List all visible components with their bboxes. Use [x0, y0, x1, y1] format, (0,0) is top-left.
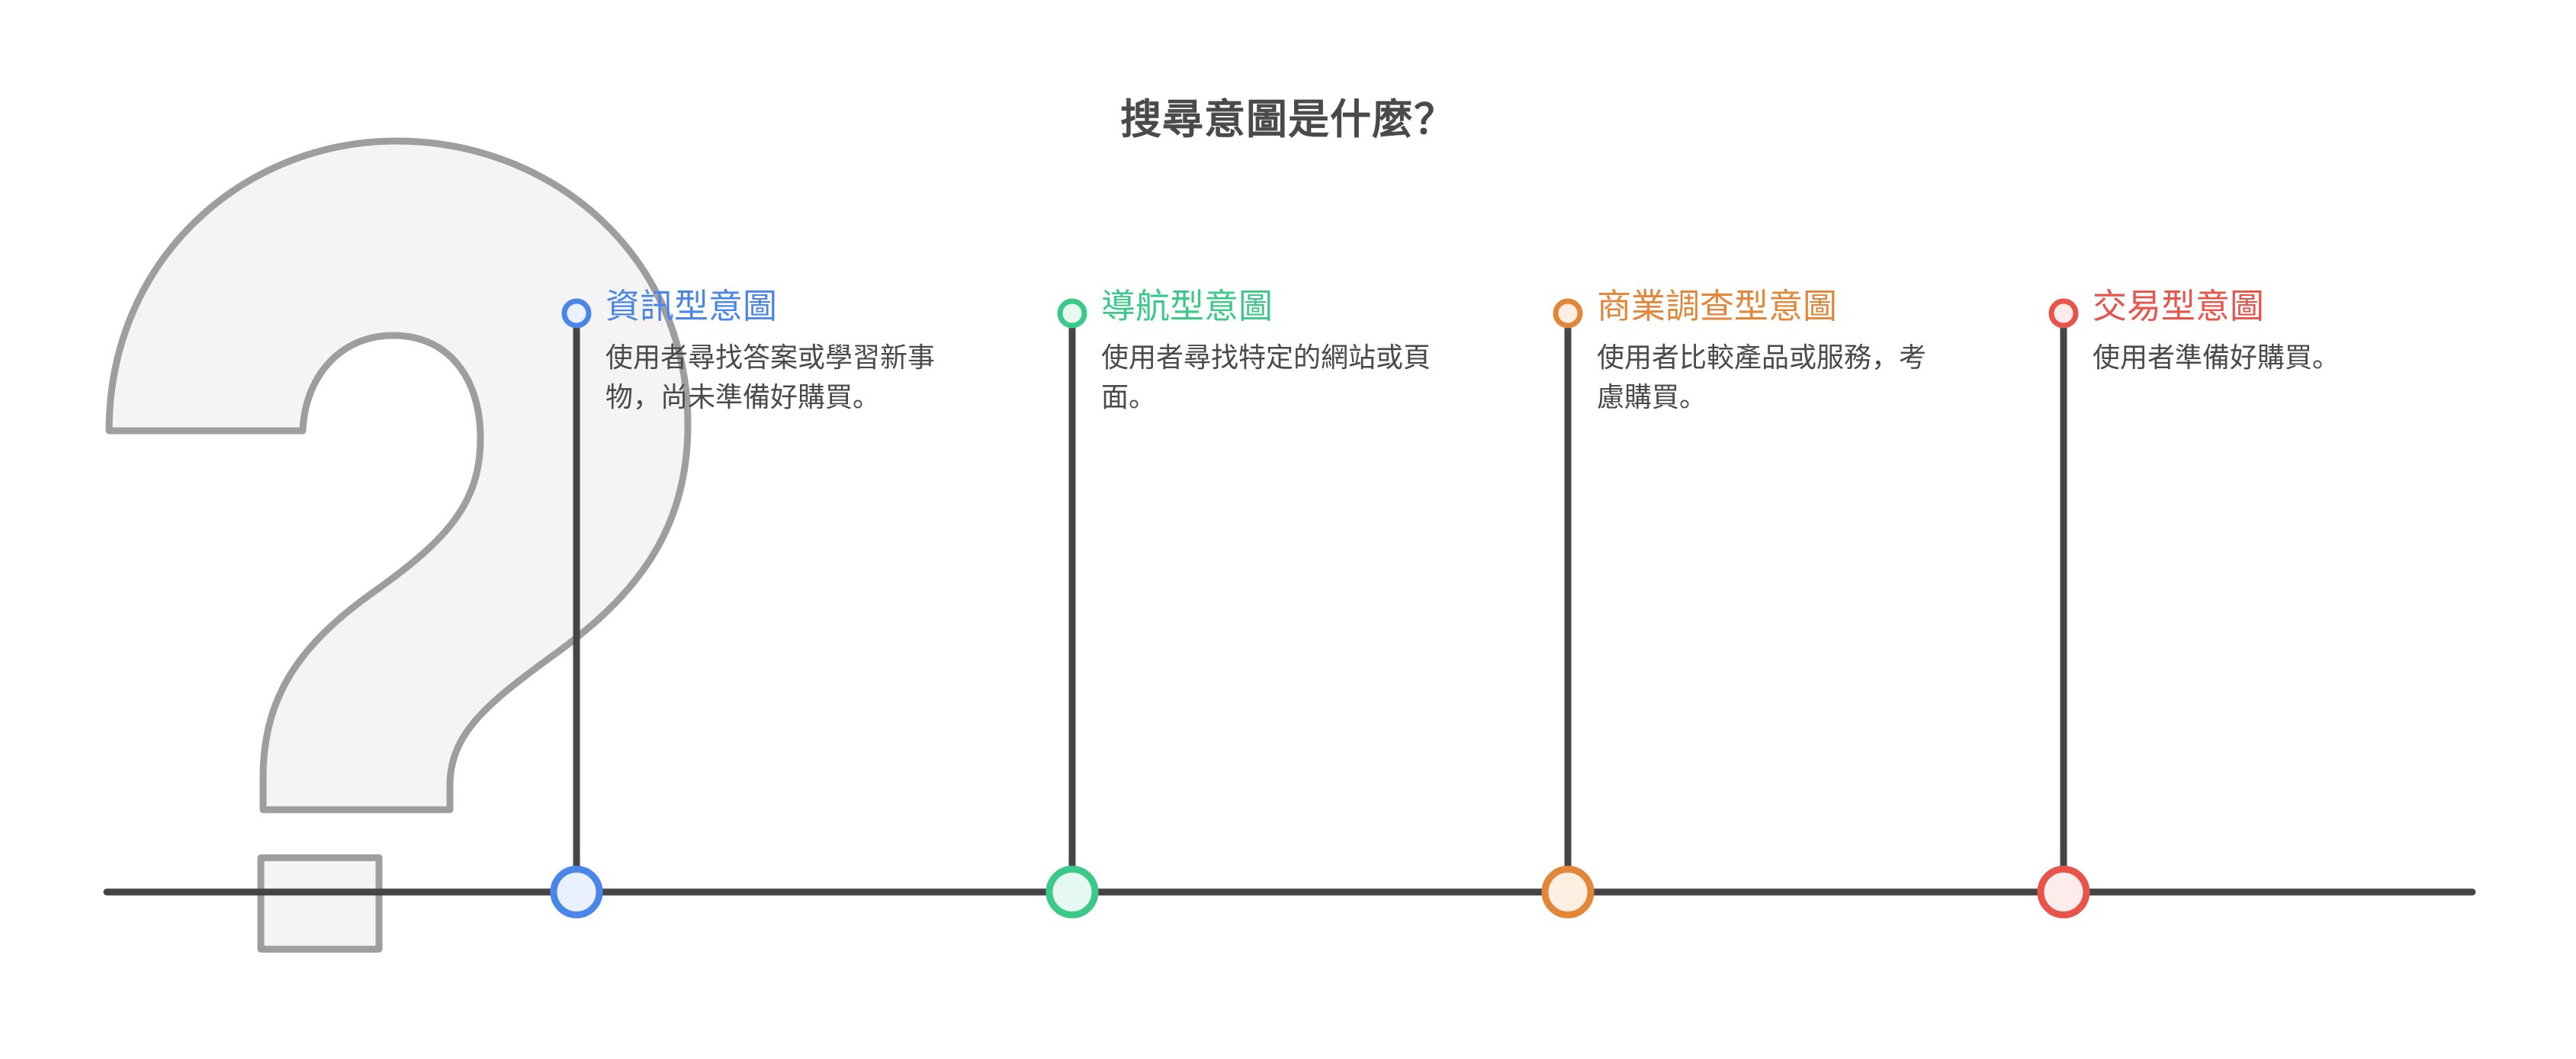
question-mark-icon [105, 137, 692, 953]
top-marker-dot[interactable] [2048, 298, 2079, 329]
column-commercial-investigation: 商業調查型意圖 使用者比較產品或服務，考慮購買。 [1597, 287, 1955, 416]
axis-marker-dot[interactable] [2037, 865, 2090, 919]
column-description-navigational: 使用者尋找特定的網站或頁面。 [1101, 342, 1431, 412]
column-heading-navigational: 導航型意圖 [1101, 287, 1274, 326]
column-heading-commercial-investigation: 商業調查型意圖 [1597, 287, 1838, 326]
timeline-node-transactional[interactable] [2037, 298, 2090, 919]
column-description-commercial-investigation: 使用者比較產品或服務，考慮購買。 [1597, 342, 1927, 412]
column-informational: 資訊型意圖 使用者尋找答案或學習新事物，尚未準備好購買。 [605, 287, 964, 416]
column-description-informational: 使用者尋找答案或學習新事物，尚未準備好購買。 [605, 342, 936, 412]
axis-marker-dot[interactable] [1541, 865, 1595, 919]
axis-marker-dot[interactable] [1045, 865, 1099, 919]
column-heading-informational: 資訊型意圖 [605, 287, 778, 326]
column-navigational: 導航型意圖 使用者尋找特定的網站或頁面。 [1101, 287, 1460, 416]
page-title: 搜尋意圖是什麼？ [1120, 97, 1456, 143]
column-heading-transactional: 交易型意圖 [2093, 287, 2265, 326]
timeline-node-informational[interactable] [550, 298, 603, 919]
top-marker-dot[interactable] [1057, 298, 1087, 329]
top-marker-dot[interactable] [1553, 298, 1583, 329]
column-transactional: 交易型意圖 使用者準備好購買。 [2093, 287, 2451, 377]
column-description-transactional: 使用者準備好購買。 [2093, 342, 2340, 374]
top-marker-dot[interactable] [561, 298, 592, 329]
timeline-node-navigational[interactable] [1045, 298, 1099, 919]
axis-marker-dot[interactable] [550, 865, 603, 919]
timeline-node-commercial-investigation[interactable] [1541, 298, 1595, 919]
